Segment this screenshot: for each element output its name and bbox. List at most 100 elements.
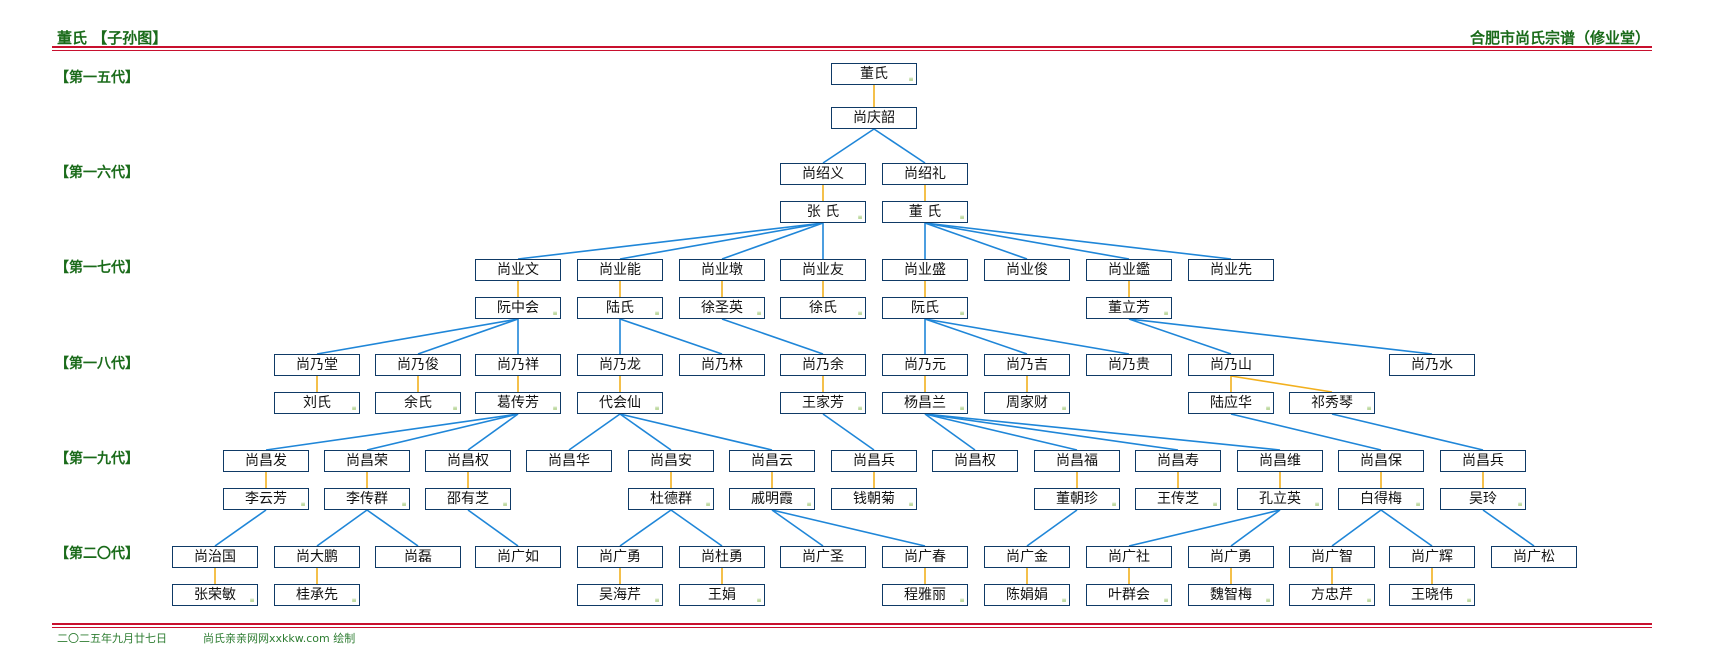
person-node[interactable]: 尚昌云 xyxy=(729,450,815,472)
person-node[interactable]: 尚业盛 xyxy=(882,259,968,281)
person-node[interactable]: 尚绍礼 xyxy=(882,163,968,185)
person-node[interactable]: 尚杜勇 xyxy=(679,546,765,568)
person-node[interactable]: 尚乃山 xyxy=(1188,354,1274,376)
person-node[interactable]: 叶群会≡ xyxy=(1086,584,1172,606)
person-node[interactable]: 徐氏≡ xyxy=(780,297,866,319)
person-node[interactable]: 尚乃祥 xyxy=(475,354,561,376)
generation-label-15: 【第一五代】 xyxy=(55,70,139,86)
person-node[interactable]: 尚业能 xyxy=(577,259,663,281)
person-node[interactable]: 尚业友 xyxy=(780,259,866,281)
person-node[interactable]: 王传芝≡ xyxy=(1135,488,1221,510)
person-node[interactable]: 尚绍义 xyxy=(780,163,866,185)
person-node[interactable]: 杜德群≡ xyxy=(628,488,714,510)
person-node[interactable]: 白得梅≡ xyxy=(1338,488,1424,510)
person-node[interactable]: 尚乃俊 xyxy=(375,354,461,376)
person-node[interactable]: 尚昌安 xyxy=(628,450,714,472)
person-name: 尚广春 xyxy=(904,549,946,565)
person-node[interactable]: 尚乃吉 xyxy=(984,354,1070,376)
person-node[interactable]: 张荣敏≡ xyxy=(172,584,258,606)
person-node[interactable]: 陈娟娟≡ xyxy=(984,584,1070,606)
person-name: 陆氏 xyxy=(606,300,634,316)
person-node[interactable]: 钱朝菊≡ xyxy=(831,488,917,510)
person-node[interactable]: 尚昌兵 xyxy=(1440,450,1526,472)
person-node[interactable]: 尚庆韶 xyxy=(831,107,917,129)
person-name: 李云芳 xyxy=(245,491,287,507)
person-node[interactable]: 代会仙≡ xyxy=(577,392,663,414)
person-node[interactable]: 陆氏≡ xyxy=(577,297,663,319)
person-node[interactable]: 方忠芹≡ xyxy=(1289,584,1375,606)
person-node[interactable]: 尚乃贵 xyxy=(1086,354,1172,376)
person-node[interactable]: 董朝珍≡ xyxy=(1034,488,1120,510)
person-node[interactable]: 吴海芹≡ xyxy=(577,584,663,606)
person-node[interactable]: 周家财≡ xyxy=(984,392,1070,414)
person-node[interactable]: 阮氏≡ xyxy=(882,297,968,319)
person-node[interactable]: 尚业鑑 xyxy=(1086,259,1172,281)
person-node[interactable]: 吴玲≡ xyxy=(1440,488,1526,510)
record-marker-icon: ≡ xyxy=(502,501,508,508)
person-node[interactable]: 尚大鹏 xyxy=(274,546,360,568)
person-node[interactable]: 尚广春 xyxy=(882,546,968,568)
person-node[interactable]: 尚广勇 xyxy=(577,546,663,568)
person-node[interactable]: 尚乃林 xyxy=(679,354,765,376)
person-node[interactable]: 邵有芝≡ xyxy=(425,488,511,510)
person-node[interactable]: 尚昌保 xyxy=(1338,450,1424,472)
person-node[interactable]: 张 氏≡ xyxy=(780,201,866,223)
person-node[interactable]: 尚磊 xyxy=(375,546,461,568)
person-node[interactable]: 尚业先 xyxy=(1188,259,1274,281)
person-node[interactable]: 尚昌寿 xyxy=(1135,450,1221,472)
person-node[interactable]: 尚业文 xyxy=(475,259,561,281)
person-node[interactable]: 徐圣英≡ xyxy=(679,297,765,319)
person-node[interactable]: 尚昌兵 xyxy=(831,450,917,472)
person-node[interactable]: 尚广勇 xyxy=(1188,546,1274,568)
person-node[interactable]: 董氏≡ xyxy=(831,63,917,85)
person-node[interactable]: 尚昌发 xyxy=(223,450,309,472)
person-node[interactable]: 董 氏≡ xyxy=(882,201,968,223)
person-node[interactable]: 尚昌维 xyxy=(1237,450,1323,472)
person-node[interactable]: 孔立英≡ xyxy=(1237,488,1323,510)
person-node[interactable]: 尚治国 xyxy=(172,546,258,568)
person-node[interactable]: 王娟≡ xyxy=(679,584,765,606)
person-node[interactable]: 余氏≡ xyxy=(375,392,461,414)
person-node[interactable]: 葛传芳≡ xyxy=(475,392,561,414)
person-node[interactable]: 尚乃水 xyxy=(1389,354,1475,376)
person-node[interactable]: 尚乃元 xyxy=(882,354,968,376)
person-node[interactable]: 戚明霞≡ xyxy=(729,488,815,510)
person-node[interactable]: 尚昌权 xyxy=(932,450,1018,472)
person-node[interactable]: 王家芳≡ xyxy=(780,392,866,414)
person-node[interactable]: 尚广社 xyxy=(1086,546,1172,568)
person-node[interactable]: 尚广金 xyxy=(984,546,1070,568)
person-node[interactable]: 李云芳≡ xyxy=(223,488,309,510)
person-node[interactable]: 尚广辉 xyxy=(1389,546,1475,568)
person-node[interactable]: 尚广圣 xyxy=(780,546,866,568)
person-node[interactable]: 刘氏≡ xyxy=(274,392,360,414)
person-node[interactable]: 祁秀琴≡ xyxy=(1289,392,1375,414)
descent-line xyxy=(1230,413,1382,451)
person-node[interactable]: 尚乃堂 xyxy=(274,354,360,376)
person-node[interactable]: 尚业墩 xyxy=(679,259,765,281)
person-node[interactable]: 尚昌权 xyxy=(425,450,511,472)
person-node[interactable]: 尚广松 xyxy=(1491,546,1577,568)
person-node[interactable]: 尚昌华 xyxy=(526,450,612,472)
person-node[interactable]: 杨昌兰≡ xyxy=(882,392,968,414)
person-node[interactable]: 王晓伟≡ xyxy=(1389,584,1475,606)
person-node[interactable]: 尚业俊 xyxy=(984,259,1070,281)
person-node[interactable]: 尚昌荣 xyxy=(324,450,410,472)
person-node[interactable]: 尚乃余 xyxy=(780,354,866,376)
person-node[interactable]: 魏智梅≡ xyxy=(1188,584,1274,606)
person-node[interactable]: 尚昌福 xyxy=(1034,450,1120,472)
person-node[interactable]: 阮中会≡ xyxy=(475,297,561,319)
person-node[interactable]: 尚广智 xyxy=(1289,546,1375,568)
person-node[interactable]: 尚广如 xyxy=(475,546,561,568)
person-node[interactable]: 程雅丽≡ xyxy=(882,584,968,606)
person-node[interactable]: 桂承先≡ xyxy=(274,584,360,606)
person-name: 王晓伟 xyxy=(1411,587,1453,603)
person-name: 尚业文 xyxy=(497,262,539,278)
record-marker-icon: ≡ xyxy=(806,501,812,508)
descent-line xyxy=(924,222,1028,260)
person-node[interactable]: 李传群≡ xyxy=(324,488,410,510)
person-node[interactable]: 陆应华≡ xyxy=(1188,392,1274,414)
descent-line xyxy=(316,318,519,355)
person-node[interactable]: 董立芳≡ xyxy=(1086,297,1172,319)
descent-line xyxy=(366,509,419,547)
person-node[interactable]: 尚乃龙 xyxy=(577,354,663,376)
